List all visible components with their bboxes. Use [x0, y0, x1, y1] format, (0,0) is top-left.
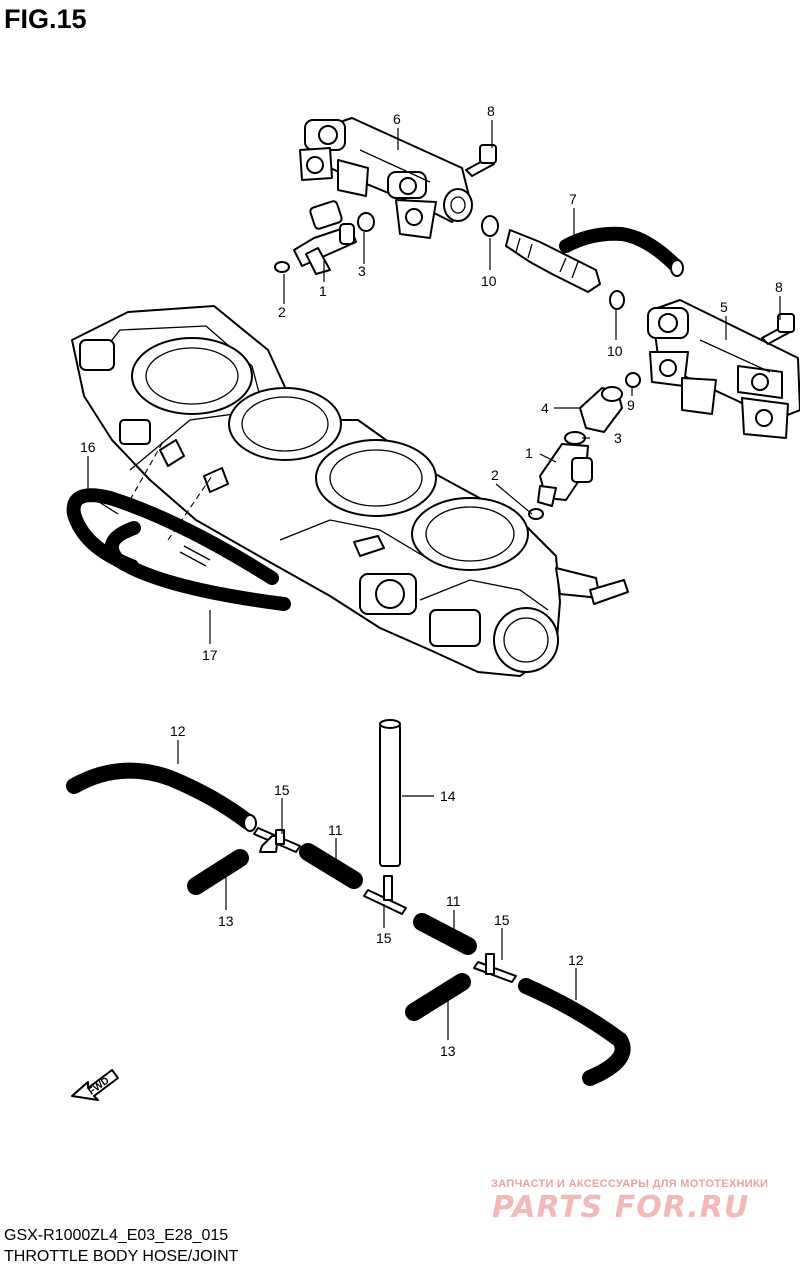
vacuum-hose-17	[104, 521, 291, 611]
throttle-body-assembly	[71, 305, 629, 677]
watermark-tagline: ЗАПЧАСТИ И АКСЕССУАРЫ ДЛЯ МОТОТЕХНИКИ	[491, 1178, 769, 1190]
callout-9: 9	[627, 397, 635, 413]
callout-16: 16	[80, 439, 96, 455]
callout-labels: 6 8 1 2 3 7 10 10 5 8 9 4 3 1 2 16 17 12…	[80, 103, 783, 1059]
hose-route-line-b	[167, 475, 213, 541]
bolt-upper	[465, 144, 497, 177]
o-ring-3-upper	[357, 212, 375, 232]
callout-4: 4	[541, 400, 549, 416]
callout-3-upper: 3	[358, 263, 366, 279]
hose-13-right	[405, 973, 471, 1021]
fuel-injector-upper	[293, 200, 357, 275]
joint-15-left	[253, 827, 301, 853]
o-ring-10-lower	[609, 290, 625, 310]
fuel-injector-lower	[537, 443, 593, 507]
callout-5: 5	[720, 299, 728, 315]
model-code: GSX-R1000ZL4_E03_E28_015	[4, 1227, 229, 1244]
o-ring-2-lower	[528, 508, 544, 520]
hose-12-left	[66, 762, 257, 832]
hose-11-left	[299, 843, 363, 889]
fuel-joint	[579, 386, 623, 433]
callout-8-upper: 8	[487, 103, 495, 119]
hose-14-vertical	[379, 719, 401, 867]
hose-route-line-a	[129, 439, 165, 501]
fwd-arrow-icon: FWD	[71, 1069, 119, 1101]
callout-14: 14	[440, 788, 456, 804]
callout-12-left: 12	[170, 723, 186, 739]
callout-10-lower: 10	[607, 343, 623, 359]
section-name: THROTTLE BODY HOSE/JOINT	[4, 1248, 239, 1265]
callout-15-right: 15	[494, 912, 510, 928]
hose-12-right	[518, 978, 631, 1086]
fuel-feed-hose	[505, 226, 684, 293]
callout-13-right: 13	[440, 1043, 456, 1059]
joint-15-right	[473, 953, 517, 983]
callout-12-right: 12	[568, 952, 584, 968]
callout-15-center: 15	[376, 930, 392, 946]
callout-10-upper: 10	[481, 273, 497, 289]
callout-2-lower: 2	[491, 467, 499, 483]
callout-3-lower: 3	[614, 430, 622, 446]
callout-15-left: 15	[274, 782, 290, 798]
leader-lines	[87, 120, 781, 1040]
callout-13-left: 13	[218, 913, 234, 929]
callout-2-upper: 2	[278, 304, 286, 320]
watermark-site-logo: PARTS FOR.RU	[492, 1190, 750, 1225]
bolt-lower	[761, 313, 795, 345]
callout-6: 6	[393, 111, 401, 127]
callout-7: 7	[569, 191, 577, 207]
joint-15-center	[363, 875, 407, 915]
o-ring-10-upper	[481, 215, 499, 237]
figure-title: FIG.15	[4, 4, 87, 34]
hose-13-left	[187, 849, 249, 895]
callout-17: 17	[202, 647, 218, 663]
fuel-delivery-pipe-lower	[647, 299, 800, 439]
callout-1-upper: 1	[319, 283, 327, 299]
callout-1-lower: 1	[525, 445, 533, 461]
callout-11-right: 11	[446, 893, 461, 909]
fuel-delivery-pipe-upper	[299, 117, 473, 239]
o-ring-9	[625, 372, 641, 388]
callout-8-lower: 8	[775, 279, 783, 295]
o-ring-2-upper	[274, 261, 290, 273]
callout-11-left: 11	[328, 822, 343, 838]
hose-11-right	[413, 913, 477, 955]
